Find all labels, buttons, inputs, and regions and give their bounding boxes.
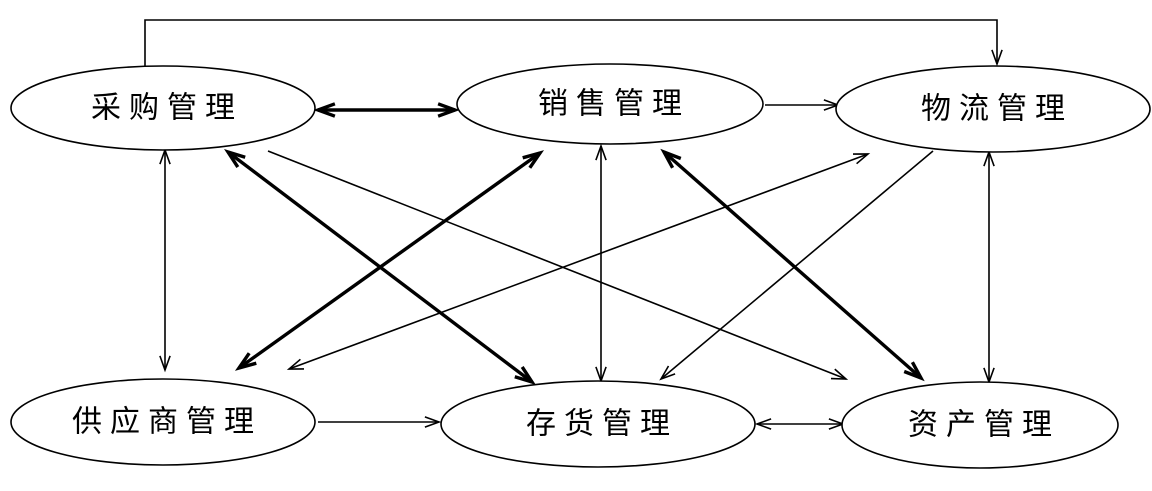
node-supplier-label: 供应商管理 bbox=[72, 406, 262, 439]
edge-supplier-sales-arrowhead-start bbox=[234, 352, 257, 371]
node-logistics-ellipse bbox=[835, 65, 1151, 153]
edge-sales-assets-arrowhead-end bbox=[903, 361, 925, 382]
node-sales-label: 销售管理 bbox=[538, 88, 690, 121]
node-logistics-label: 物流管理 bbox=[921, 93, 1073, 126]
edge-logistics-inventory-line bbox=[660, 150, 934, 380]
node-supplier-ellipse bbox=[10, 378, 316, 466]
node-inventory-label: 存货管理 bbox=[526, 408, 678, 441]
edge-purchase-inventory-arrowhead-start bbox=[224, 148, 246, 169]
node-assets-label: 资产管理 bbox=[908, 409, 1060, 442]
edge-supplier-sales-line bbox=[238, 151, 541, 370]
node-assets-ellipse bbox=[841, 381, 1119, 469]
edge-purchase-assets-line bbox=[267, 150, 847, 380]
edge-sales-assets-line bbox=[662, 150, 923, 380]
edge-purchase-supplier-arrowhead-end bbox=[159, 355, 171, 373]
edge-sales-assets-arrowhead-start bbox=[660, 148, 682, 169]
node-sales-ellipse bbox=[456, 63, 764, 145]
edge-supplier-logistics-line bbox=[288, 153, 869, 370]
node-inventory-ellipse bbox=[440, 380, 756, 468]
edge-supplier-sales-arrowhead-end bbox=[522, 150, 545, 169]
node-purchase-ellipse bbox=[10, 65, 316, 151]
edge-purchase-inventory-arrowhead-end bbox=[514, 365, 536, 386]
edge-purchase-sales-arrowhead-end bbox=[437, 102, 460, 118]
edge-inventory-assets-arrowhead-start bbox=[754, 418, 772, 430]
edge-purchase-logistics-line bbox=[144, 19, 998, 67]
edge-supplier-inventory-arrowhead-end bbox=[424, 416, 442, 428]
node-purchase-label: 采购管理 bbox=[91, 92, 243, 125]
edge-purchase-logistics-arrowhead-end bbox=[991, 49, 1003, 67]
edge-supplier-logistics-arrowhead-end bbox=[852, 153, 871, 165]
edge-supplier-logistics-arrowhead-start bbox=[286, 358, 305, 370]
edge-sales-inventory-arrowhead-start bbox=[595, 143, 607, 161]
edge-purchase-sales-arrowhead-start bbox=[313, 102, 336, 118]
edge-logistics-inventory-arrowhead-end bbox=[659, 365, 676, 381]
edge-purchase-assets-arrowhead-end bbox=[830, 368, 849, 380]
